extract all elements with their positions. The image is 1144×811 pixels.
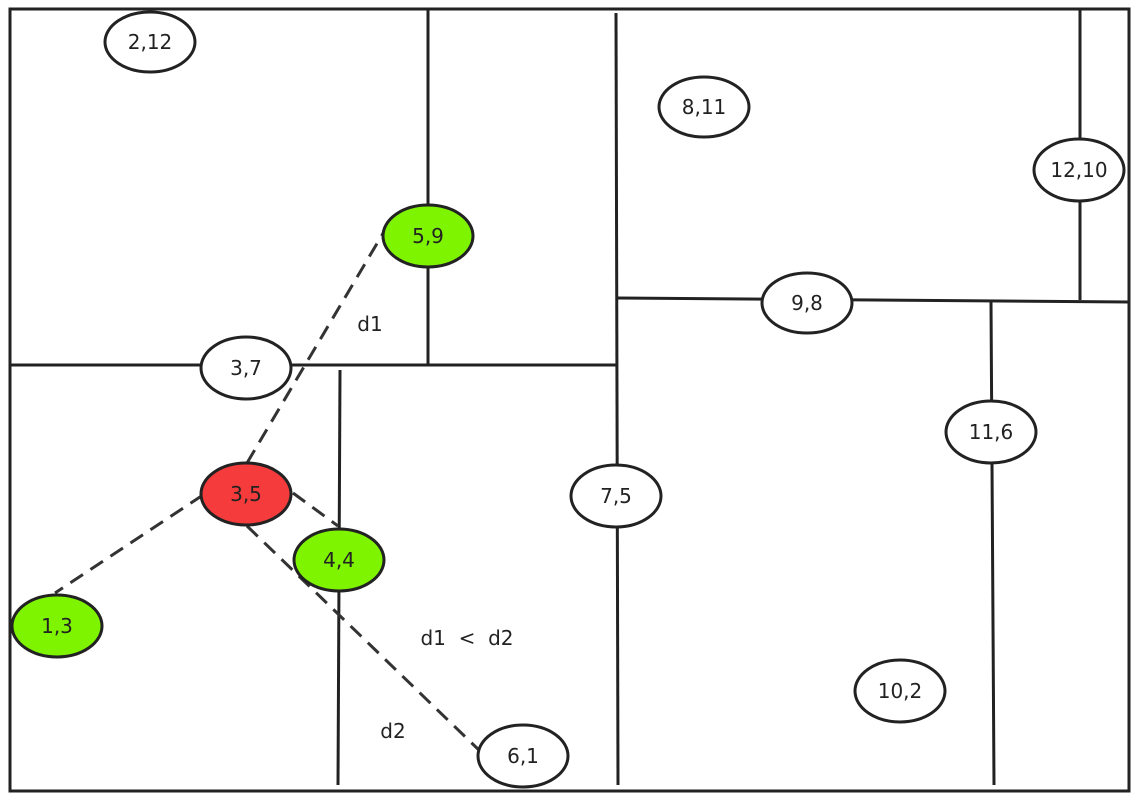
point-ellipse (657, 75, 751, 139)
point-node-7-5: 7,5 (569, 463, 663, 529)
point-node-11-6: 11,6 (944, 399, 1038, 465)
point-label: 3,5 (230, 482, 262, 506)
point-ellipse (103, 10, 197, 74)
outer-frame (8, 7, 1131, 793)
point-label: 4,4 (323, 548, 355, 572)
point-node-5-9: 5,9 (381, 203, 475, 269)
point-label: 7,5 (600, 484, 632, 508)
point-node-1-3: 1,3 (10, 593, 104, 659)
point-label: 9,8 (791, 291, 823, 315)
point-node-8-11: 8,11 (657, 75, 751, 139)
label-d2: d2 (380, 719, 405, 743)
point-ellipse (199, 335, 293, 401)
distance-line-d1 (245, 229, 387, 464)
point-ellipse (760, 271, 854, 335)
point-ellipse (569, 463, 663, 529)
point-node-10-2: 10,2 (853, 658, 947, 724)
point-ellipse (292, 527, 386, 593)
split-line-center-vertical (614, 12, 620, 786)
point-label: 3,7 (230, 356, 262, 380)
point-ellipse (853, 658, 947, 724)
split-line-right-horizontal (615, 296, 1130, 304)
point-label: 5,9 (412, 224, 444, 248)
point-label: 10,2 (878, 679, 923, 703)
point-ellipse (476, 723, 570, 789)
split-line-lower-right-vertical (989, 301, 996, 786)
point-ellipse (199, 461, 293, 527)
distance-line-d2 (245, 524, 483, 754)
distance-line-to-1-3 (54, 493, 204, 595)
point-node-2-12: 2,12 (103, 10, 197, 74)
point-node-9-8: 9,8 (760, 271, 854, 335)
point-label: 12,10 (1050, 158, 1107, 182)
point-node-12-10: 12,10 (1032, 137, 1126, 203)
point-label: 1,3 (41, 614, 73, 638)
point-ellipse (381, 203, 475, 269)
point-ellipse (10, 593, 104, 659)
distance-lines (54, 229, 483, 754)
point-node-4-4: 4,4 (292, 527, 386, 593)
point-label: 8,11 (682, 95, 727, 119)
point-ellipse (944, 399, 1038, 465)
point-label: 6,1 (507, 744, 539, 768)
label-d1: d1 (357, 312, 382, 336)
point-node-3-5: 3,5 (199, 461, 293, 527)
point-node-6-1: 6,1 (476, 723, 570, 789)
label-comparison: d1 < d2 (420, 626, 513, 650)
partition-lines (10, 9, 1130, 786)
point-label: 11,6 (969, 420, 1014, 444)
point-label: 2,12 (128, 30, 173, 54)
distance-line-to-4-4 (292, 491, 339, 528)
point-ellipse (1032, 137, 1126, 203)
point-node-3-7: 3,7 (199, 335, 293, 401)
